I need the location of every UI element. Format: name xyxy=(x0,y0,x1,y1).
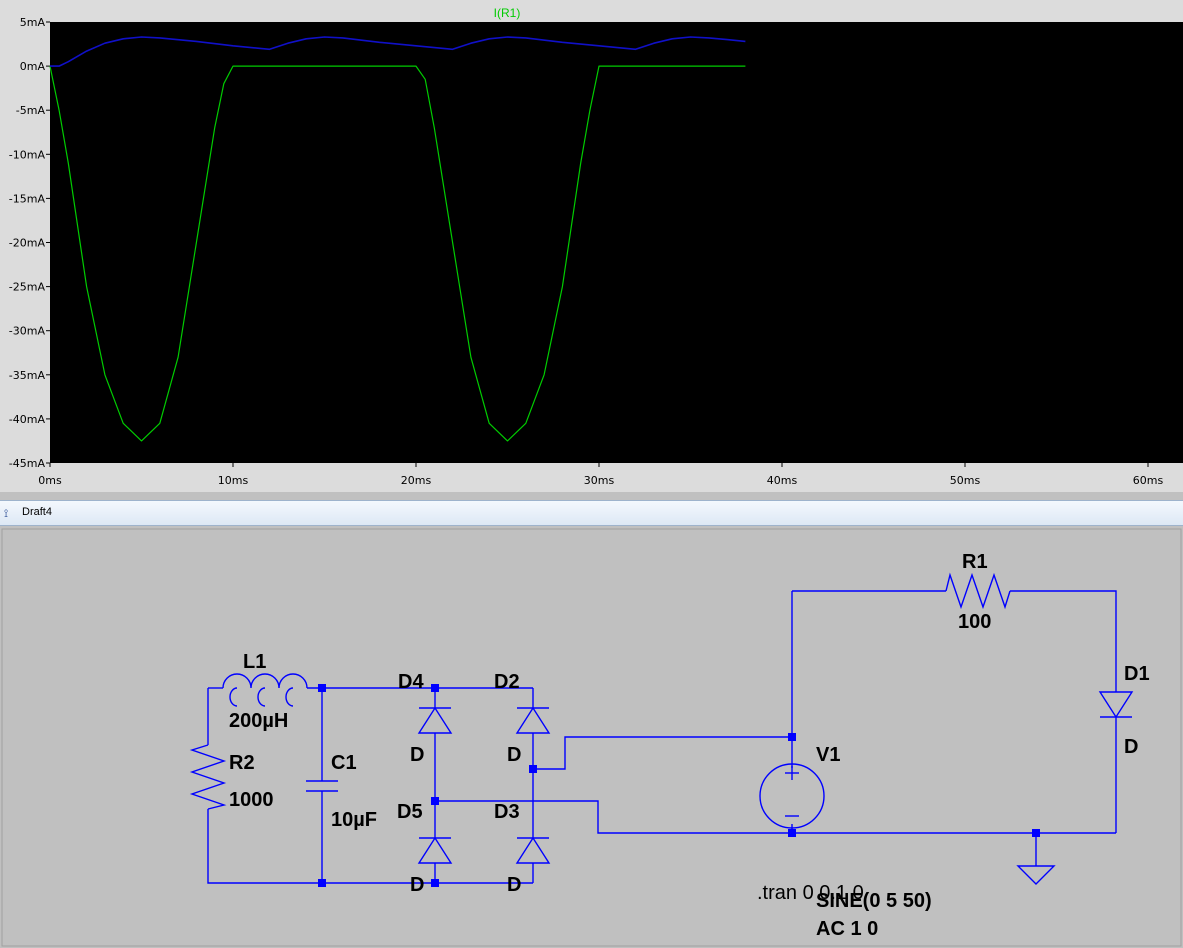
label-d1[interactable]: D1 xyxy=(1124,663,1150,685)
waveform-plot[interactable]: 5mA 0mA -5mA -10mA -15mA -20mA -25mA -30mA -35mA… xyxy=(0,0,1183,492)
label-v1-ac[interactable]: AC 1 0 xyxy=(816,918,878,940)
label-r1-value[interactable]: 100 xyxy=(958,611,991,633)
label-d4[interactable]: D4 xyxy=(398,671,424,693)
label-c1[interactable]: C1 xyxy=(331,752,357,774)
label-c1-value[interactable]: 10µF xyxy=(331,809,377,831)
diode-d2[interactable] xyxy=(515,706,551,734)
diode-d3[interactable] xyxy=(515,836,551,864)
y-tick-label: -45mA xyxy=(9,457,46,470)
label-d2-value[interactable]: D xyxy=(507,744,521,766)
x-tick-label: 40ms xyxy=(767,474,798,487)
y-tick-label: -10mA xyxy=(9,148,46,161)
label-d2[interactable]: D2 xyxy=(494,671,520,693)
x-tick-label: 0ms xyxy=(38,474,62,487)
x-tick-label: 50ms xyxy=(950,474,981,487)
trace-label[interactable]: I(R1) xyxy=(494,6,521,20)
inductor-l1[interactable] xyxy=(222,673,308,707)
y-tick-label: 0mA xyxy=(20,60,46,73)
waveform-plot-pane[interactable]: 5mA 0mA -5mA -10mA -15mA -20mA -25mA -30mA -35mA… xyxy=(0,0,1183,492)
diode-d4[interactable] xyxy=(417,706,453,734)
y-tick-label: -15mA xyxy=(9,192,46,205)
label-d3[interactable]: D3 xyxy=(494,801,520,823)
trace-i-r1[interactable] xyxy=(49,65,746,442)
label-d4-value[interactable]: D xyxy=(410,744,424,766)
x-tick-label: 10ms xyxy=(218,474,249,487)
y-tick-label: -40mA xyxy=(9,413,46,426)
trace-secondary[interactable] xyxy=(50,36,746,67)
label-d1-value[interactable]: D xyxy=(1124,736,1138,758)
capacitor-c1[interactable] xyxy=(306,780,338,792)
y-tick-label: 5mA xyxy=(20,16,46,29)
label-r2-value[interactable]: 1000 xyxy=(229,789,274,811)
label-l1[interactable]: L1 xyxy=(243,651,266,673)
diode-d1[interactable] xyxy=(1098,691,1134,719)
window-title: Draft4 xyxy=(22,506,52,518)
schematic-canvas[interactable]: L1 200µH R2 1000 C1 10µF D4 D D2 D D5 D … xyxy=(0,527,1183,948)
wires[interactable] xyxy=(207,590,1117,884)
plot-area[interactable] xyxy=(50,22,1183,463)
y-tick-label: -20mA xyxy=(9,237,46,250)
label-d5-value[interactable]: D xyxy=(410,874,424,896)
resistor-r1[interactable] xyxy=(945,572,1011,610)
resistor-r2[interactable] xyxy=(189,744,227,810)
y-tick-label: -5mA xyxy=(16,104,46,117)
y-tick-label: -25mA xyxy=(9,281,46,294)
label-d5[interactable]: D5 xyxy=(397,801,423,823)
label-r2[interactable]: R2 xyxy=(229,752,255,774)
label-v1-sine[interactable]: SINE(0 5 50) xyxy=(816,890,932,912)
x-tick-label: 30ms xyxy=(584,474,615,487)
y-tick-label: -30mA xyxy=(9,325,46,338)
diode-d5[interactable] xyxy=(417,836,453,864)
junctions xyxy=(318,684,1040,887)
label-tran-directive[interactable]: .tran 0 0.1 0 xyxy=(757,882,864,904)
x-tick-label: 20ms xyxy=(401,474,432,487)
ground-symbol[interactable] xyxy=(1016,865,1056,885)
x-tick-label: 60ms xyxy=(1133,474,1164,487)
voltage-source-v1[interactable] xyxy=(759,763,825,829)
label-d3-value[interactable]: D xyxy=(507,874,521,896)
schematic-icon: ⟟ xyxy=(4,508,9,520)
label-r1[interactable]: R1 xyxy=(962,551,988,573)
label-v1[interactable]: V1 xyxy=(816,744,840,766)
y-tick-label: -35mA xyxy=(9,369,46,382)
schematic-window-titlebar[interactable]: ⟟ Draft4 xyxy=(0,500,1183,526)
label-l1-value[interactable]: 200µH xyxy=(229,710,288,732)
